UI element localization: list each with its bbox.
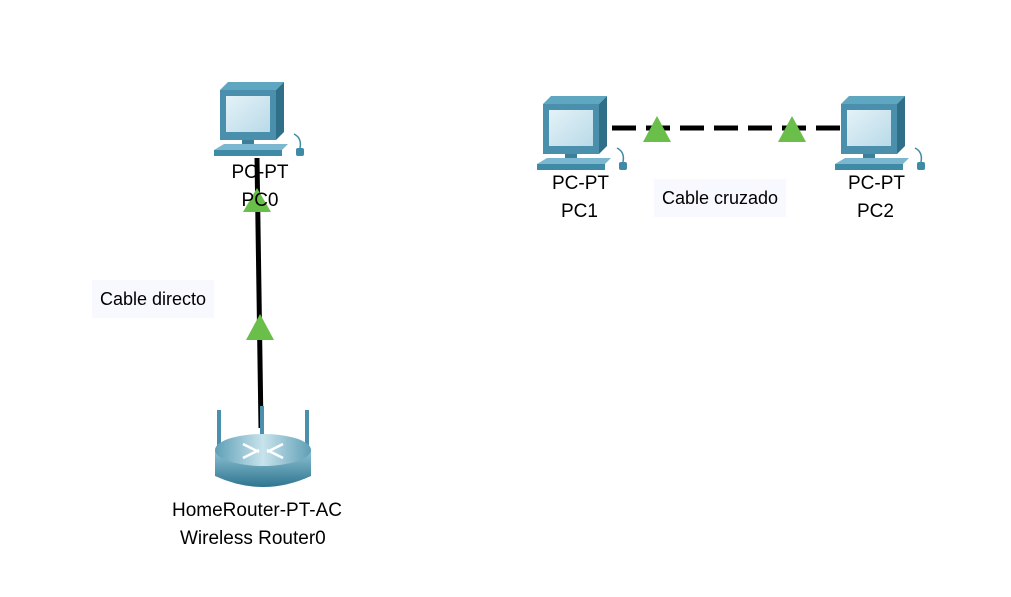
- pc2-name-label: PC2: [857, 201, 894, 222]
- pc1-icon[interactable]: [536, 95, 628, 171]
- pc0-icon[interactable]: [213, 81, 305, 157]
- router0-model-label: HomeRouter-PT-AC: [172, 500, 342, 521]
- pc1-model-label: PC-PT: [552, 173, 609, 194]
- pc0-model-label: PC-PT: [231, 162, 289, 183]
- pc1-name-label: PC1: [561, 201, 598, 222]
- port-indicator-pc0: [243, 188, 271, 212]
- port-indicator-pc1: [643, 116, 671, 142]
- wireless-router0-icon[interactable]: [215, 406, 311, 487]
- port-indicator-pc2: [778, 116, 806, 142]
- pc2-model-label: PC-PT: [848, 173, 905, 194]
- note-cable-cruzado[interactable]: Cable cruzado: [654, 179, 787, 217]
- port-indicator-router0: [246, 314, 274, 340]
- pc0-name-label: PC0: [241, 190, 279, 211]
- note-cable-directo[interactable]: Cable directo: [92, 280, 215, 318]
- router0-name-label: Wireless Router0: [180, 528, 326, 549]
- pc2-icon[interactable]: [834, 95, 926, 171]
